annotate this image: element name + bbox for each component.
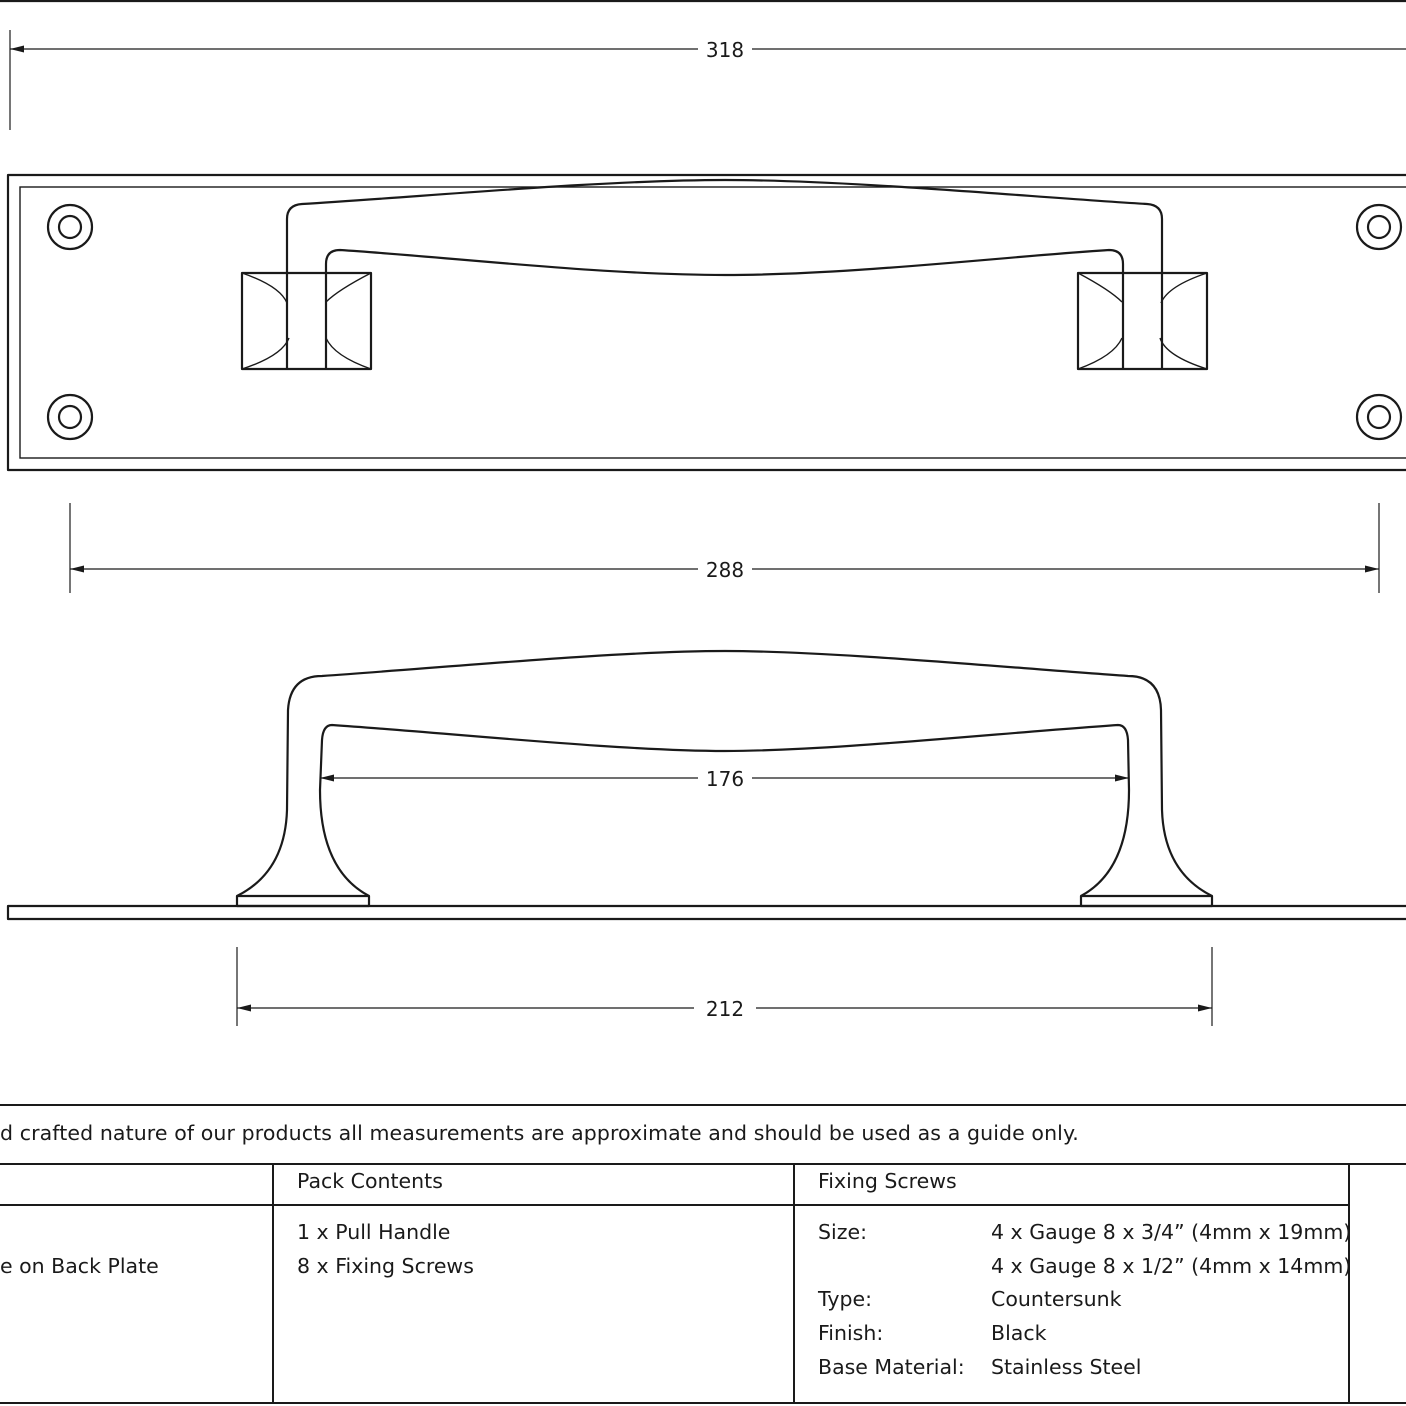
back-plate-outer [6,173,1406,472]
handle-side-inner [318,723,1131,897]
handle-base-right [1076,271,1209,371]
front-view [6,173,1406,472]
finish-label: Finish: [818,1321,884,1345]
dimension-label-176: 176 [706,767,744,791]
table-column-divider-3 [1348,1163,1350,1403]
fixing-screws-header: Fixing Screws [818,1169,957,1193]
pack-contents-header: Pack Contents [297,1169,443,1193]
screw-hole-bottom-left [46,393,94,441]
note-top-rule [0,1104,1406,1106]
dimension-288: 288 [69,503,1380,593]
technical-drawing: 318 [0,0,1406,1026]
dimension-label-288: 288 [706,558,744,582]
pack-contents-item: 1 x Pull Handle [297,1220,451,1244]
arrowhead-left [237,1004,251,1012]
handle-foot-left [235,894,371,908]
arrowhead-right [1198,1004,1212,1012]
table-header-rule [0,1204,1350,1206]
size-value: 4 x Gauge 8 x 1/2” (4mm x 14mm) [991,1254,1352,1278]
dimension-176: 176 [320,767,1129,791]
handle-front-outline [285,178,1164,369]
dimension-label-212: 212 [706,997,744,1021]
pack-contents-item: 8 x Fixing Screws [297,1254,474,1278]
table-column-divider-2 [793,1163,795,1403]
size-label: Size: [818,1220,867,1244]
disclaimer-note: d crafted nature of our products all mea… [0,1121,1079,1145]
arrowhead-right [1365,565,1379,573]
side-view [6,649,1406,921]
screw-hole-top-left [46,203,94,251]
arrowhead-right [1115,774,1129,782]
back-plate-bevel [19,186,1406,459]
back-plate-side [6,904,1406,921]
screw-hole-top-right [1355,203,1403,251]
size-value: 4 x Gauge 8 x 3/4” (4mm x 19mm) [991,1220,1352,1244]
table-top-rule [0,1163,1406,1165]
finish-value: Black [991,1321,1047,1345]
dimension-318: 318 [9,30,1406,130]
arrowhead-left [70,565,84,573]
table-bottom-rule [0,1402,1406,1404]
dimension-212: 212 [236,947,1213,1026]
type-label: Type: [818,1287,872,1311]
description-cell: e on Back Plate [0,1254,159,1278]
type-value: Countersunk [991,1287,1122,1311]
handle-base-left [240,271,373,371]
arrowhead-left [320,774,334,782]
handle-foot-right [1079,894,1214,908]
handle-front-inner [324,248,1125,369]
arrowhead-left [10,45,24,53]
material-label: Base Material: [818,1355,965,1379]
table-column-divider-1 [272,1163,274,1403]
handle-side-outer [236,649,1213,897]
material-value: Stainless Steel [991,1355,1142,1379]
screw-hole-bottom-right [1355,393,1403,441]
dimension-label-318: 318 [706,38,744,62]
